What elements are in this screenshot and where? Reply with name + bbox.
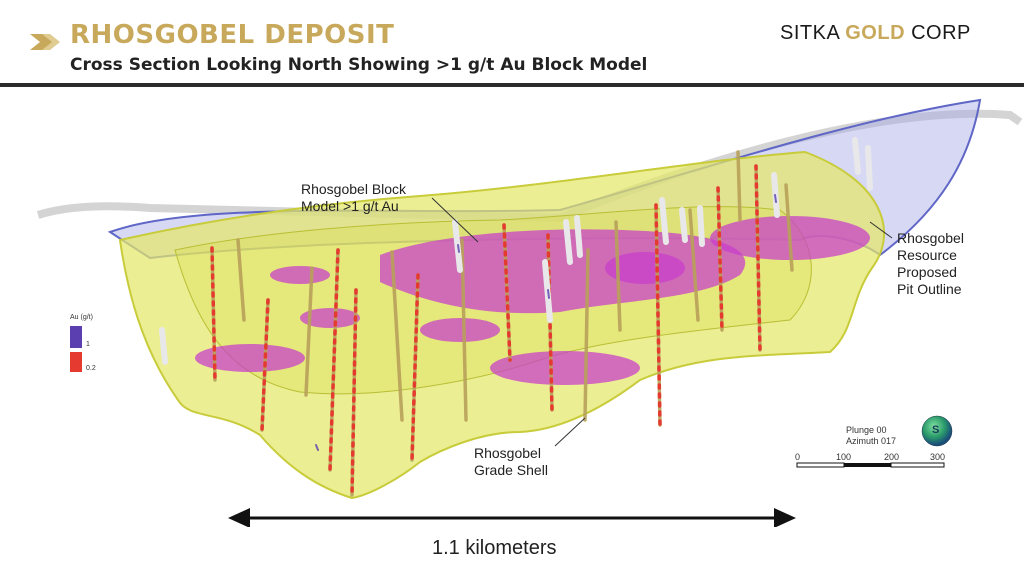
- leader-block-model: [431, 197, 479, 243]
- legend-swatch: [70, 352, 82, 372]
- label-line: Model >1 g/t Au: [301, 198, 399, 214]
- logo-text-sitka: SITKA: [780, 22, 846, 44]
- label-line: Resource: [897, 247, 957, 263]
- label-line: Rhosgobel: [474, 445, 541, 461]
- leader-grade-shell: [554, 417, 586, 447]
- distance-arrow: [228, 508, 796, 527]
- legend-title: Au (g/t): [70, 314, 93, 321]
- company-logo: SITKA GOLD CORP: [780, 22, 971, 45]
- logo-text-corp: CORP: [905, 22, 971, 44]
- page-subtitle: Cross Section Looking North Showing >1 g…: [70, 55, 648, 75]
- azimuth-text: Azimuth 017: [846, 436, 897, 446]
- block-model: [195, 216, 870, 385]
- label-line: Rhosgobel: [897, 230, 964, 246]
- orientation-info: Plunge 00 Azimuth 017: [846, 425, 896, 447]
- legend-label: 1: [86, 341, 90, 348]
- label-line: Proposed: [897, 264, 957, 280]
- label-line: Grade Shell: [474, 462, 548, 478]
- distance-label: 1.1 kilometers: [432, 537, 557, 559]
- label-block-model: Rhosgobel Block Model >1 g/t Au: [301, 181, 406, 215]
- plunge-text: Plunge 00: [846, 425, 887, 435]
- label-pit-outline: Rhosgobel Resource Proposed Pit Outline: [897, 230, 964, 298]
- chevron-icon: [30, 34, 60, 50]
- scale-tick: 300: [930, 452, 946, 462]
- legend-swatch: [70, 326, 82, 348]
- drill-holes: [159, 137, 873, 497]
- logo-text-gold: GOLD: [845, 22, 906, 44]
- leader-pit-outline: [869, 221, 893, 239]
- scale-tick: 200: [884, 452, 900, 462]
- cross-section-diagram: [36, 98, 1023, 527]
- label-line: Pit Outline: [897, 281, 962, 297]
- header-rule: [0, 83, 1024, 87]
- legend-label: 0.2: [86, 365, 96, 372]
- label-grade-shell: Rhosgobel Grade Shell: [474, 445, 548, 479]
- page-title: RHOSGOBEL DEPOSIT: [70, 20, 395, 50]
- header: RHOSGOBEL DEPOSIT Cross Section Looking …: [0, 0, 1024, 84]
- scale-tick: 0: [795, 452, 801, 462]
- orientation-letter: S: [932, 424, 940, 436]
- scale-tick: 100: [836, 452, 852, 462]
- orientation-globe-icon: [921, 415, 953, 447]
- label-line: Rhosgobel Block: [301, 181, 407, 197]
- scale-bar: [796, 462, 945, 468]
